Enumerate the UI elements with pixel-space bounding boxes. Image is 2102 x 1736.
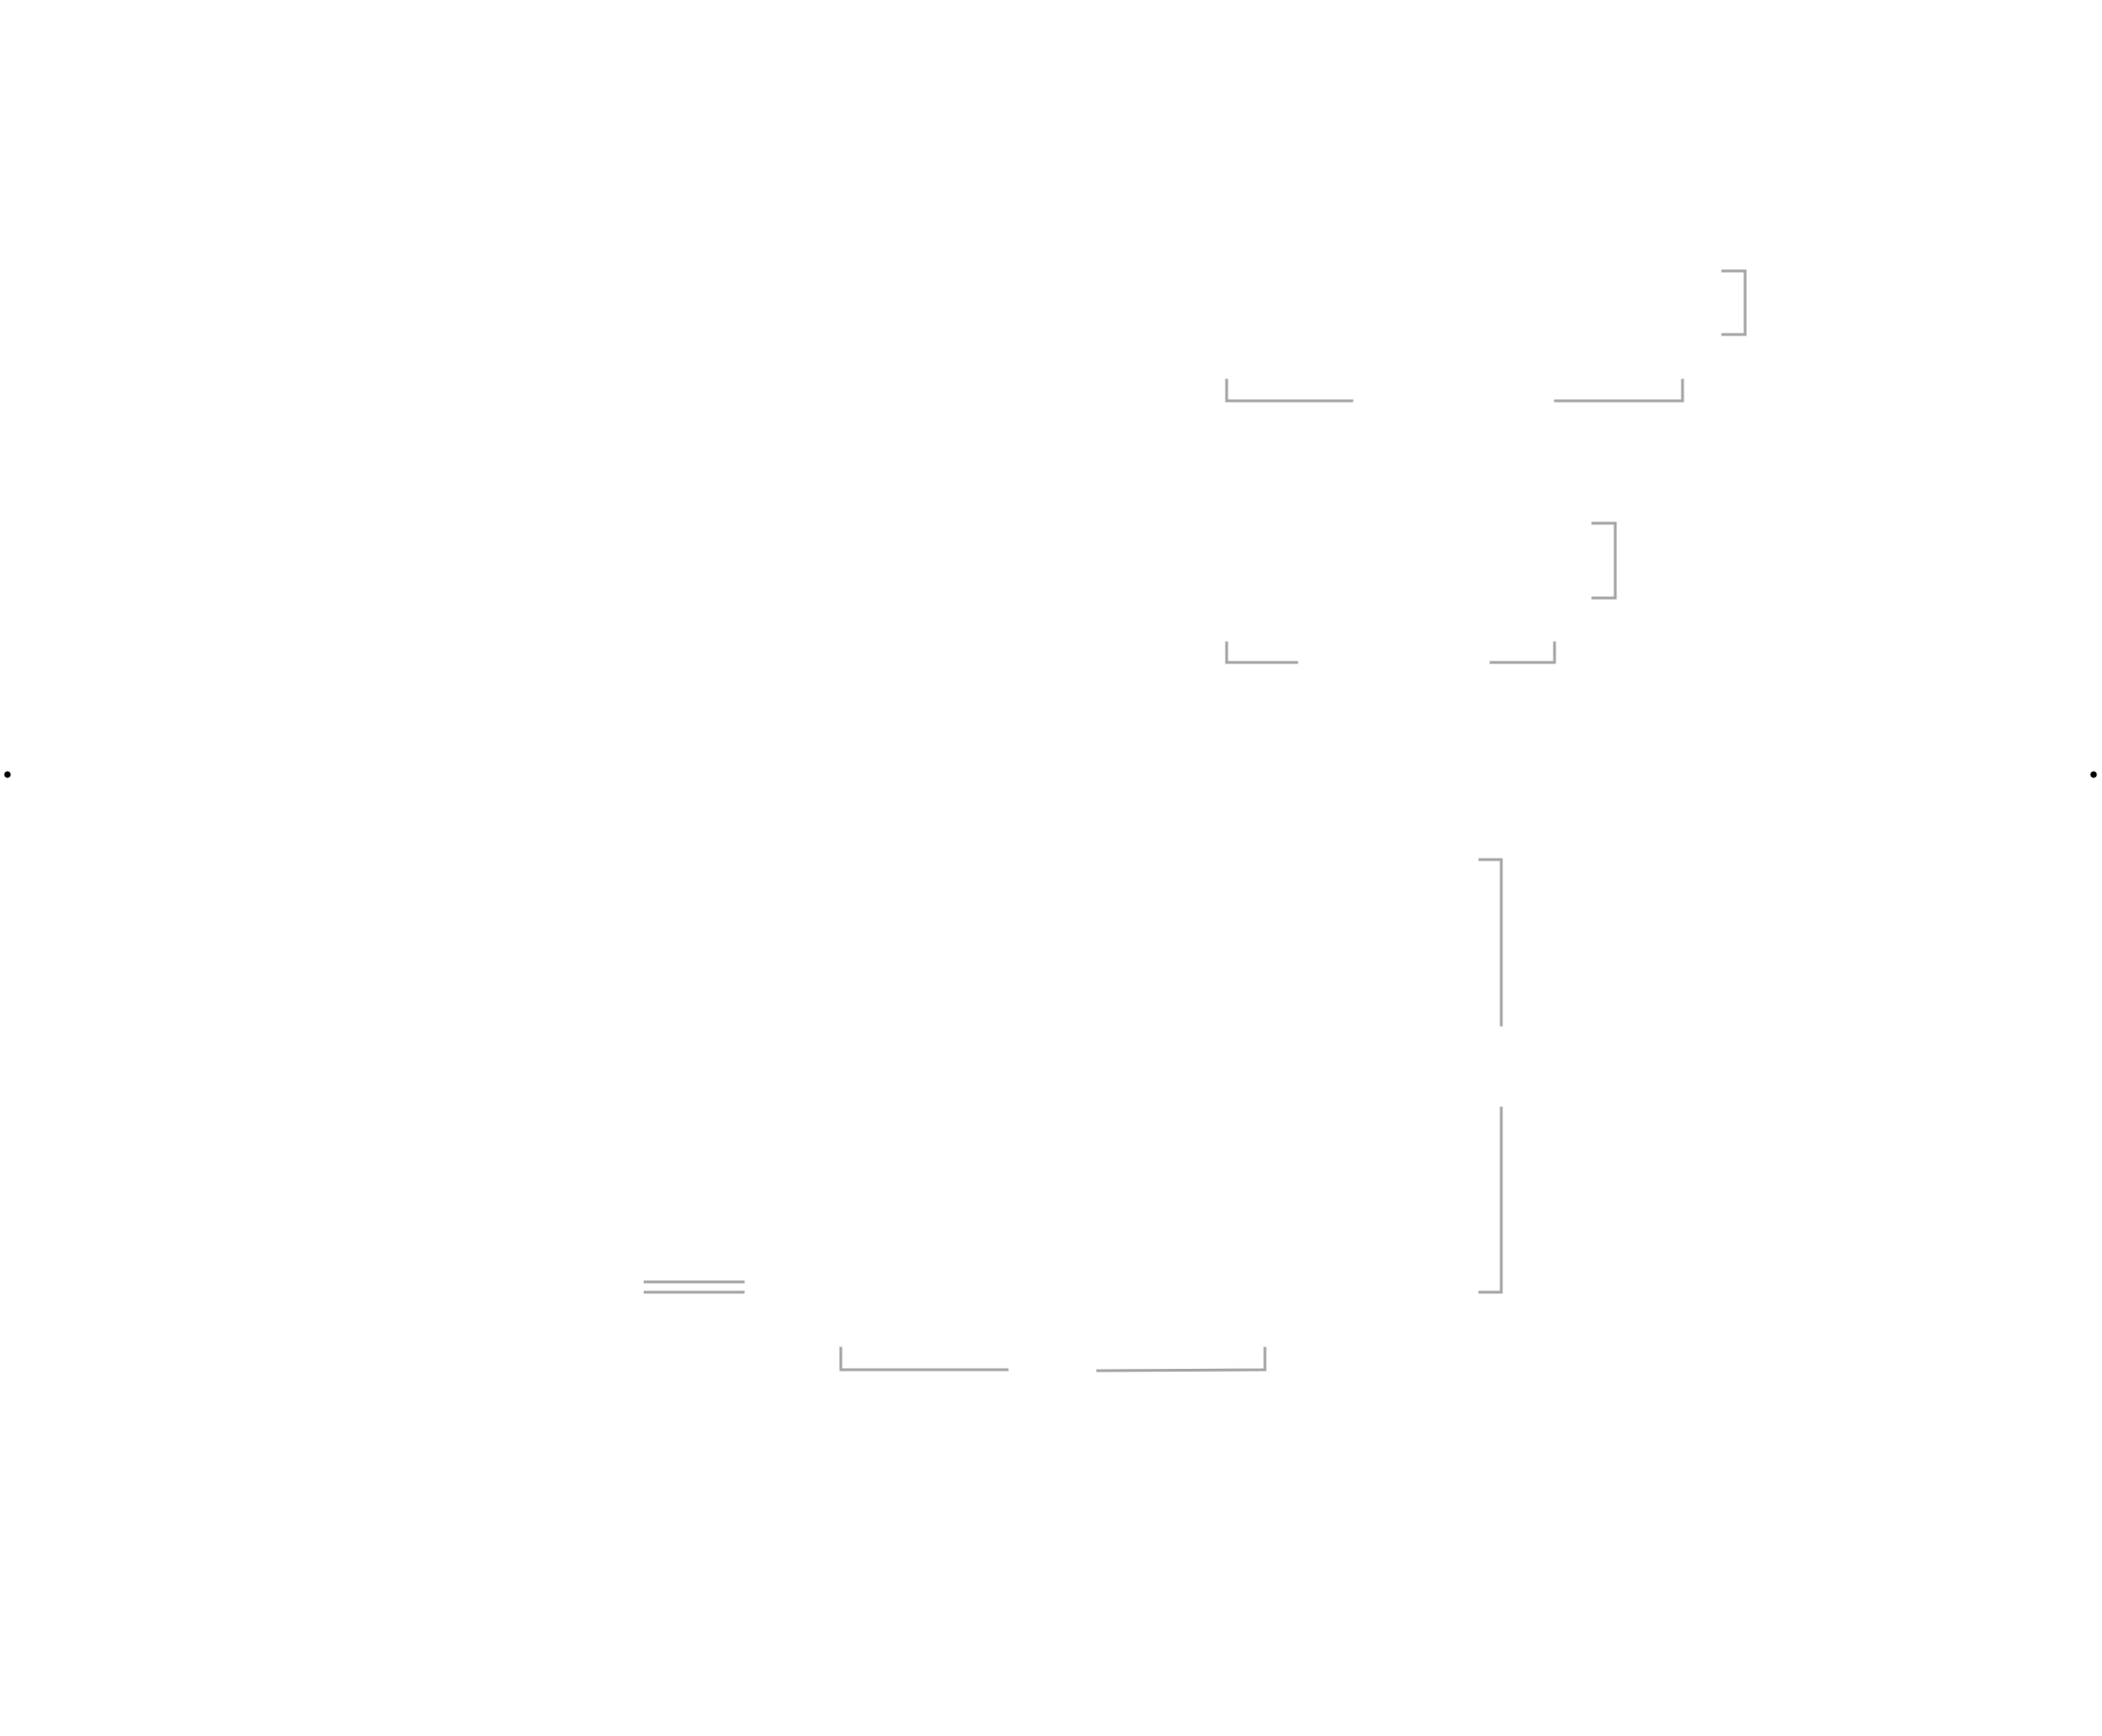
bracket-top-right-end xyxy=(1721,269,1747,336)
bracket-lower-right-bottom xyxy=(1478,1106,1503,1294)
bracket-middle-bottom-right xyxy=(1489,641,1556,664)
anchor-dot-right xyxy=(2090,771,2097,778)
bracket-middle-right-end xyxy=(1591,521,1617,600)
bracket-bottom-left xyxy=(839,1346,1009,1372)
anchor-dot-left xyxy=(4,771,11,778)
bracket-upper-bottom-right xyxy=(1554,378,1684,403)
bracket-upper-bottom-left xyxy=(1225,378,1354,403)
bracket-lower-right-top xyxy=(1478,858,1503,1027)
bracket-bottom-right xyxy=(1096,1346,1267,1373)
bracket-middle-bottom-left xyxy=(1225,641,1299,664)
